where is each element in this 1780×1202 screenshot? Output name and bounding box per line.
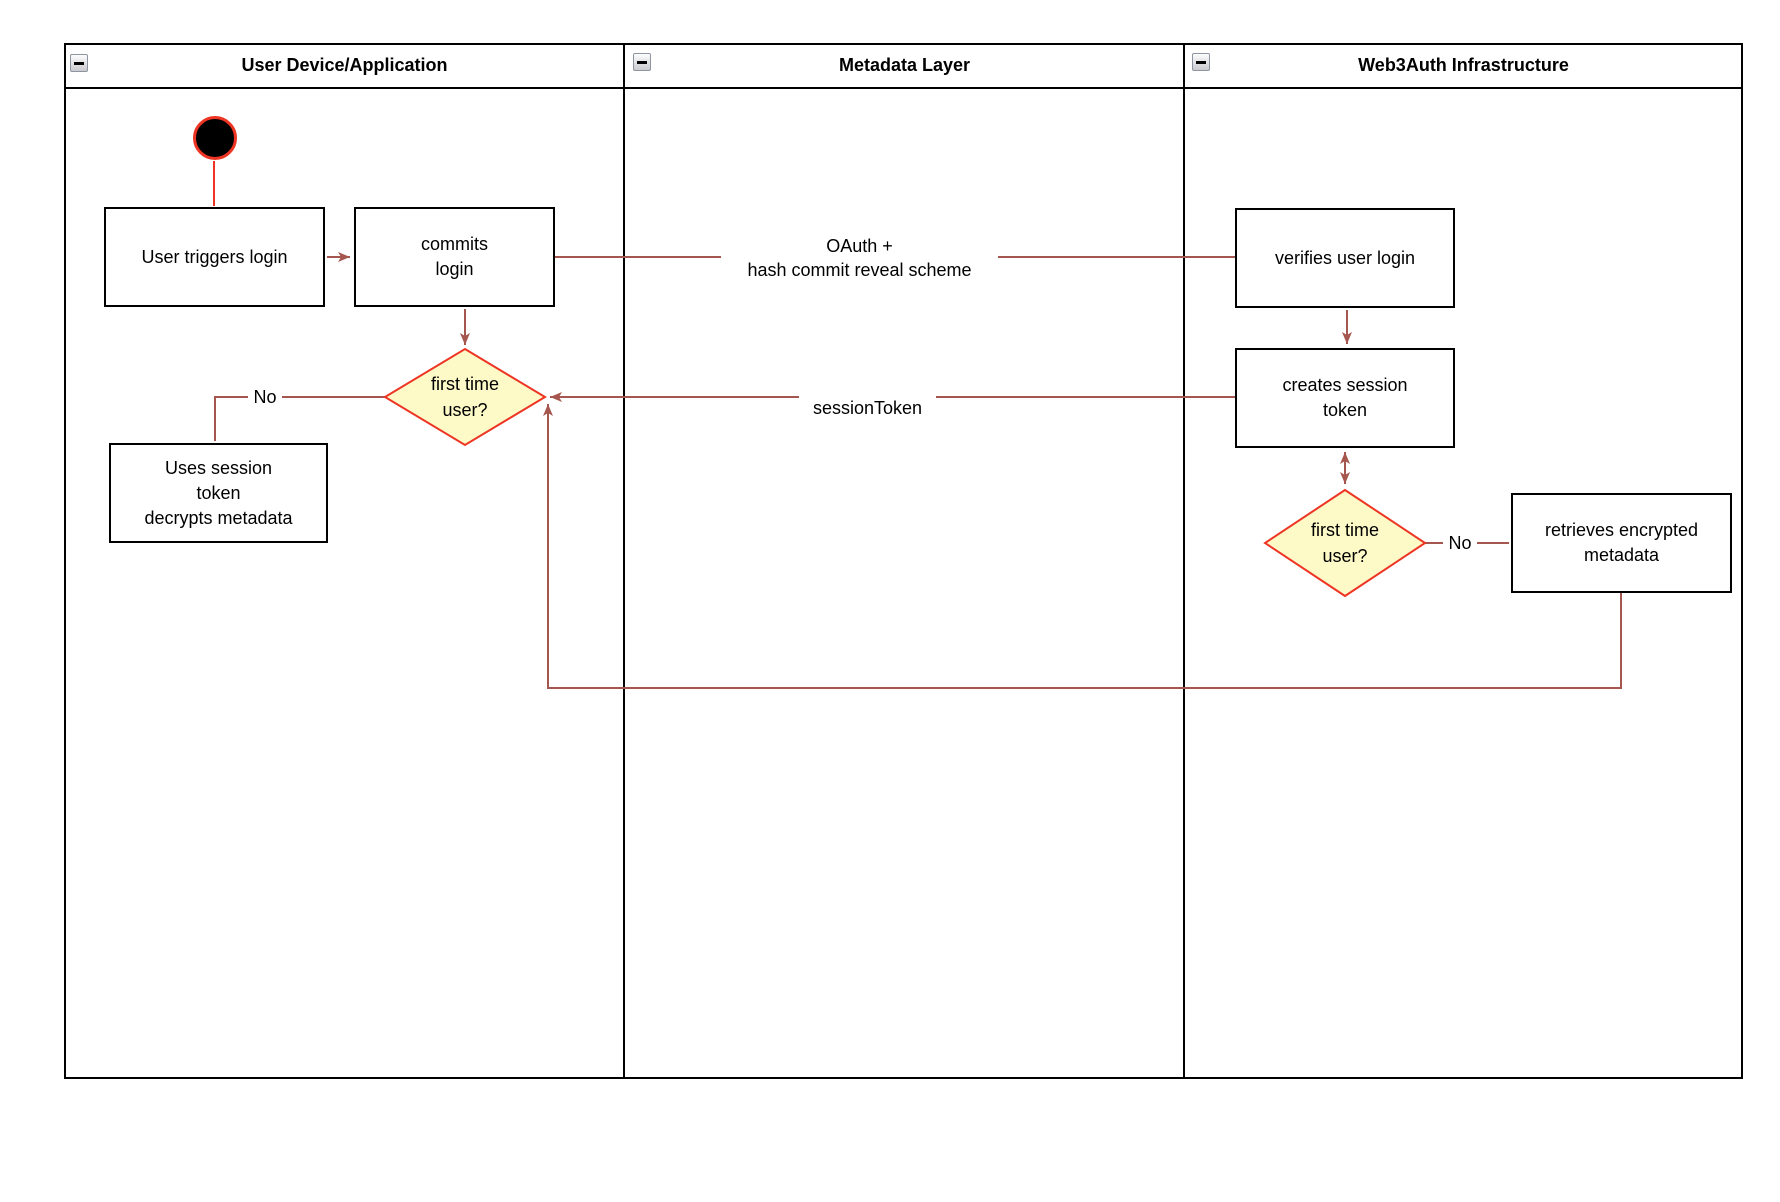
minus-icon xyxy=(637,60,647,64)
node-creates-session-token[interactable]: creates session token xyxy=(1235,348,1455,448)
minus-icon xyxy=(74,61,84,65)
edge-label-oauth: OAuth + hash commit reveal scheme xyxy=(721,234,998,282)
collapse-lane-button-2[interactable] xyxy=(633,53,651,71)
lane-title-web3auth-infrastructure: Web3Auth Infrastructure xyxy=(1358,54,1569,75)
edge-label-session-token: sessionToken xyxy=(799,394,936,422)
lane-title-metadata-layer: Metadata Layer xyxy=(838,54,971,75)
decision2-label: first time user? xyxy=(1310,520,1379,566)
edge-label-no-2: No xyxy=(1443,530,1477,556)
node-user-triggers-login[interactable]: User triggers login xyxy=(104,207,325,307)
lane-separator-2 xyxy=(1183,43,1185,1079)
collapse-lane-button-3[interactable] xyxy=(1192,53,1210,71)
decision1-label: first time user? xyxy=(430,374,499,420)
node-verifies-user-login[interactable]: verifies user login xyxy=(1235,208,1455,308)
node-retrieves-encrypted-metadata[interactable]: retrieves encrypted metadata xyxy=(1511,493,1732,593)
collapse-lane-button-1[interactable] xyxy=(70,54,88,72)
minus-icon xyxy=(1196,60,1206,64)
initial-node[interactable] xyxy=(193,116,237,160)
swimlane-pool xyxy=(64,43,1743,1079)
lane-separator-1 xyxy=(623,43,625,1079)
node-commits-login[interactable]: commits login xyxy=(354,207,555,307)
lane-title-user-device: User Device/Application xyxy=(241,54,448,75)
edge-label-no-1: No xyxy=(248,384,282,410)
node-uses-session-token[interactable]: Uses session token decrypts metadata xyxy=(109,443,328,543)
lane-header-divider xyxy=(64,87,1743,89)
